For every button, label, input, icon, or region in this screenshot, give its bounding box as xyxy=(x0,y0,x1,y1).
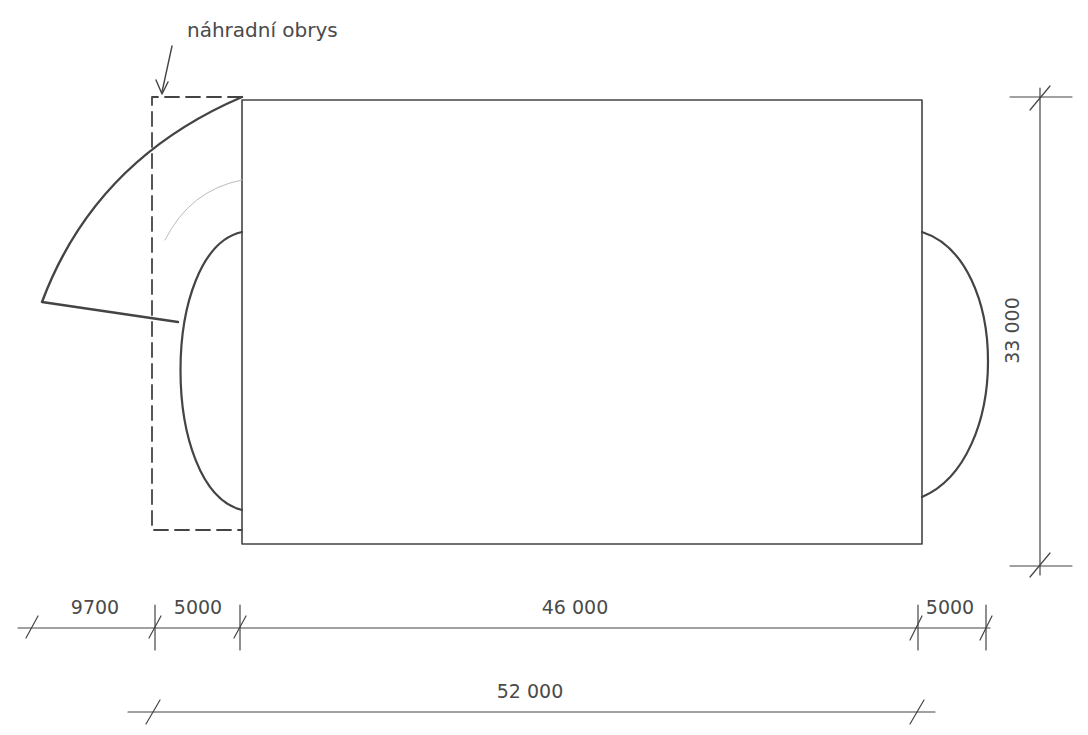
dimension-line xyxy=(18,605,992,650)
apse-left xyxy=(181,232,243,510)
main-hall xyxy=(242,100,922,544)
dimension-value: 5000 xyxy=(172,597,224,618)
dimension-value: 33 000 xyxy=(1001,295,1022,365)
construction-arc xyxy=(165,180,242,240)
apse-right xyxy=(922,232,988,497)
substitute-outline xyxy=(152,97,242,530)
callout-note: náhradní obrys xyxy=(185,19,340,41)
leader-arrowhead xyxy=(156,80,168,94)
dimension-value: 5000 xyxy=(924,597,976,618)
dimension-line xyxy=(128,700,935,724)
curved-wing xyxy=(42,97,242,322)
dimension-value: 46 000 xyxy=(540,597,610,618)
dimension-value: 9700 xyxy=(69,597,121,618)
dimension-value: 52 000 xyxy=(495,681,565,702)
